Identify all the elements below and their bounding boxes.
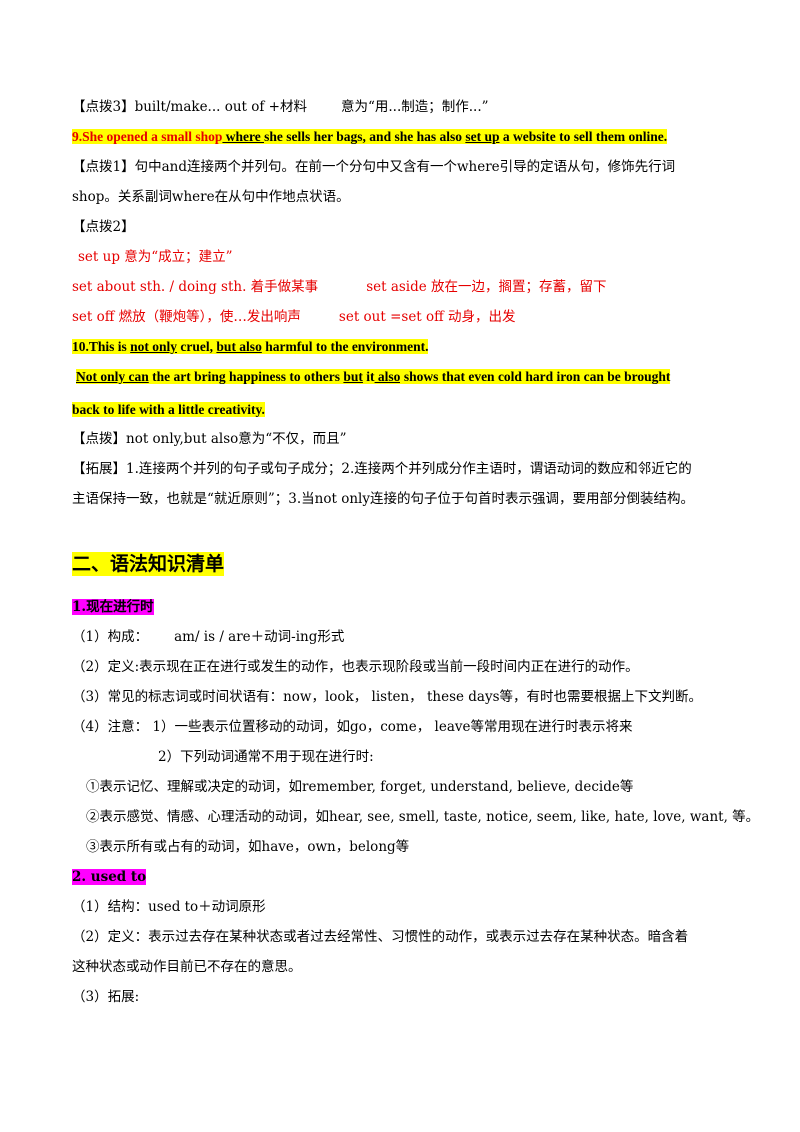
extension-line-1: 【拓展】1.连接两个并列的句子或句子成分；2.连接两个并列成分作主语时，谓语动词… [72, 461, 692, 477]
grammar-1-note-1: （4）注意： 1）一些表示位置移动的动词，如go，come， leave等常用现… [72, 719, 633, 735]
tip-2-label: 【点拨2】 [72, 219, 135, 235]
grammar-1-definition: （2）定义:表示现在正在进行或发生的动作，也表示现阶段或当前一段时间内正在进行的… [72, 659, 639, 675]
sentence-9: 9.She opened a small shop where she sell… [72, 129, 668, 144]
tip-1-line-2: shop。关系副词where在从句中作地点状语。 [72, 189, 350, 205]
grammar-1-note-2: 2）下列动词通常不用于现在进行时: [158, 749, 374, 765]
set-up-meaning: set up 意为“成立；建立” [78, 249, 233, 265]
extension-line-2: 主语保持一致，也就是“就近原则”；3.当not only连接的句子位于句首时表示… [72, 491, 694, 507]
tip-3-line: 【点拨3】built/make... out of +材料 意为“用...制造；制… [72, 98, 489, 116]
subheading-used-to: 2. used to [72, 869, 147, 885]
grammar-1-item-1: ①表示记忆、理解或决定的动词，如remember, forget, unders… [86, 779, 634, 795]
tip-not-only: 【点拨】not only,but also意为“不仅，而且” [72, 431, 347, 447]
sentence-10-example-1: Not only can the art bring happiness to … [76, 369, 671, 384]
tip-1-line-1: 【点拨1】句中and连接两个并列句。在前一个分句中又含有一个where引导的定语… [72, 159, 676, 175]
subheading-present-continuous: 1.现在进行时 [72, 599, 154, 615]
sentence-10-example-2: back to life with a little creativity. [72, 402, 265, 417]
used-to-definition-1: （2）定义：表示过去存在某种状态或者过去经常性、习惯性的动作，或表示过去存在某种… [72, 929, 689, 945]
used-to-definition-2: 这种状态或动作目前已不存在的意思。 [72, 959, 302, 975]
sentence-10: 10.This is not only cruel, but also harm… [72, 339, 429, 354]
grammar-1-item-3: ③表示所有或占有的动词，如have，own，belong等 [86, 839, 410, 855]
section-heading: 二、语法知识清单 [72, 552, 225, 576]
grammar-1-structure: （1）构成：am/ is / are＋动词-ing形式 [72, 629, 345, 645]
grammar-1-markers: （3）常见的标志词或时间状语有：now，look， listen， these … [72, 689, 703, 705]
grammar-1-item-2: ②表示感觉、情感、心理活动的动词，如hear, see, smell, tast… [86, 809, 760, 825]
tip-3-meaning: 意为“用...制造；制作...” [340, 99, 489, 115]
used-to-extension: （3）拓展: [72, 989, 140, 1005]
tip-3-text: 【点拨3】built/make... out of +材料 [72, 99, 307, 115]
used-to-structure: （1）结构：used to＋动词原形 [72, 899, 266, 915]
